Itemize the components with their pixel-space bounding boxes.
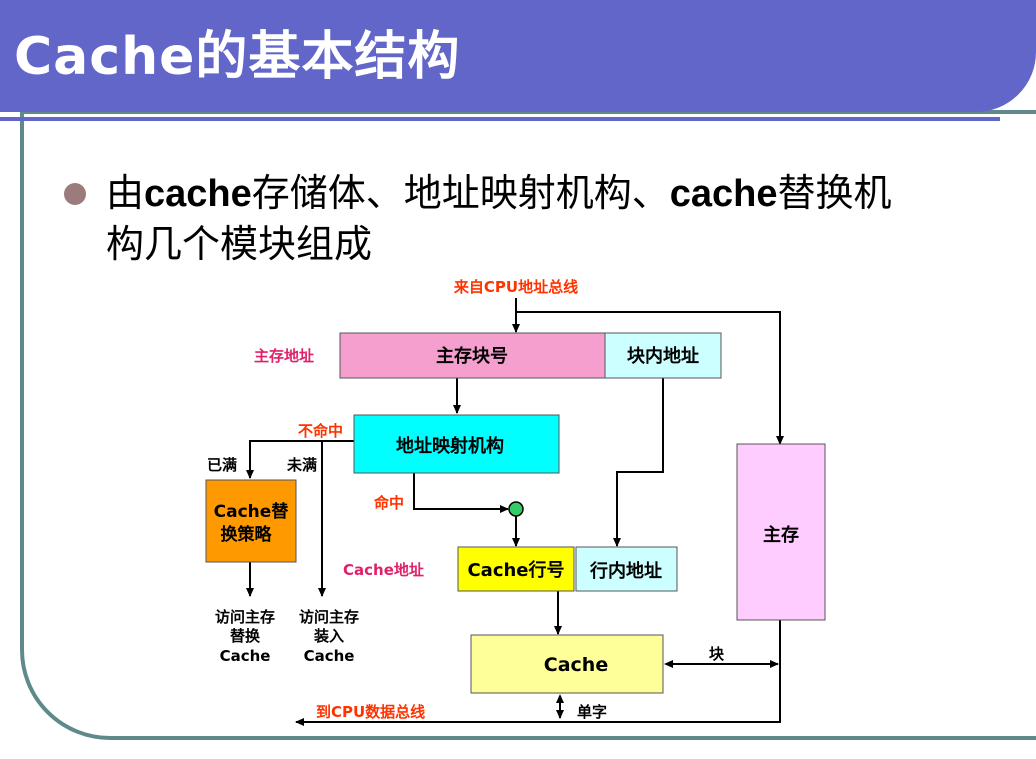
bullet-icon [64, 183, 86, 205]
cache-address-label: Cache地址 [343, 561, 424, 579]
hit-arrow [413, 473, 509, 513]
block-offset-box [604, 332, 722, 379]
main-memory-box [736, 443, 826, 621]
mapping-unit-label: 地址映射机构 [396, 435, 504, 457]
access-replace-label-line1: 访问主存 [215, 608, 275, 626]
title-bar: Cache的基本结构 [0, 0, 1036, 112]
access-load-label-line1: 访问主存 [299, 608, 359, 626]
cache-line-number-label: Cache行号 [467, 559, 564, 581]
access-load-label-line2: 装入 [313, 627, 344, 645]
replacement-policy-box [205, 479, 297, 563]
cpu-to-main-memory-arrow [516, 311, 784, 445]
miss-full-arrow [246, 440, 354, 479]
replace-policy-label-line1: Cache替 [214, 501, 290, 522]
slide-frame [20, 110, 1036, 740]
hit-junction-node [508, 501, 524, 517]
address-mapping-unit-box [353, 414, 560, 474]
main-memory-address-label: 主存地址 [254, 347, 314, 365]
miss-label: 不命中 [298, 422, 343, 440]
block-offset-to-line-offset-arrow [613, 378, 664, 547]
access-replace-label-line3: Cache [220, 647, 271, 665]
main-memory-label: 主存 [763, 524, 799, 546]
bullet-text: 由cache存储体、地址映射机构、cache替换机 构几个模块组成 [106, 171, 892, 266]
access-replace-label-line2: 替换 [230, 627, 261, 645]
memory-to-data-bus-arrow [295, 620, 781, 726]
block-number-label: 主存块号 [436, 345, 508, 367]
replace-policy-label-line2: 换策略 [221, 524, 273, 545]
block-number-box [339, 332, 606, 379]
hit-label: 命中 [373, 494, 404, 512]
line-offset-label: 行内地址 [589, 560, 662, 582]
slide-title: Cache的基本结构 [14, 27, 461, 87]
cache-line-number-box [457, 546, 575, 592]
cache-storage-box [470, 634, 664, 694]
block-transfer-label: 块 [709, 645, 725, 663]
not-full-label: 未满 [286, 456, 317, 474]
word-transfer-label: 单字 [577, 703, 607, 721]
full-label: 已满 [207, 456, 237, 474]
cpu-data-bus-label: 到CPU数据总线 [316, 703, 425, 721]
title-underline [0, 117, 1000, 121]
cpu-address-bus-label: 来自CPU地址总线 [453, 278, 578, 296]
block-offset-label: 块内地址 [627, 345, 699, 367]
access-load-label-line3: Cache [304, 647, 355, 665]
cache-storage-label: Cache [544, 654, 608, 676]
line-offset-box [575, 546, 678, 592]
